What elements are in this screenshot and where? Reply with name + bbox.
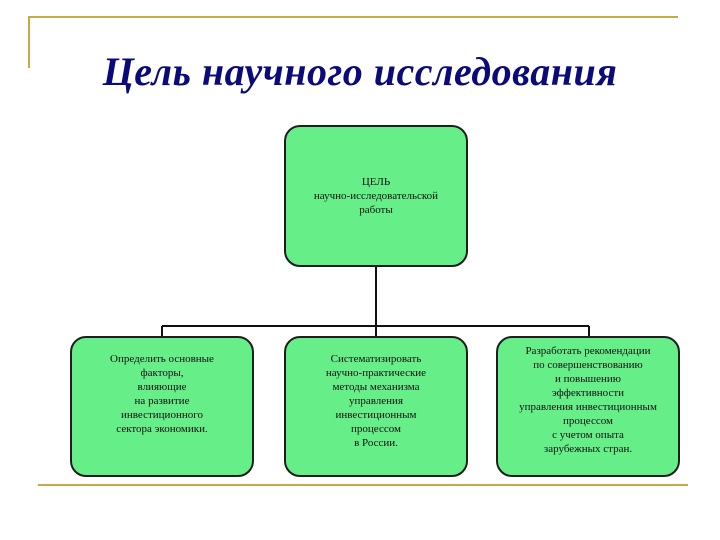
- task-line: эффективности: [551, 387, 625, 399]
- task-box-recommendations: Разработать рекомендации по совершенство…: [496, 336, 680, 477]
- task-box-methods: Систематизировать научно-практические ме…: [284, 336, 468, 477]
- task-line: в России.: [354, 437, 398, 449]
- goal-line: работы: [359, 204, 393, 216]
- task-line: управления инвестиционным: [519, 401, 657, 413]
- task-line: инвестиционным: [335, 409, 417, 421]
- task-box-factors: Определить основные факторы, влияющие на…: [70, 336, 254, 477]
- task-line: факторы,: [140, 367, 184, 379]
- task-line: Определить основные: [110, 353, 214, 365]
- top-decor-line: [28, 16, 678, 18]
- bottom-decor-line: [38, 484, 688, 486]
- left-decor-line: [28, 16, 30, 68]
- task-line: процессом: [563, 415, 613, 427]
- goal-box: ЦЕЛЬ научно-исследовательской работы: [284, 125, 468, 267]
- task-line: сектора экономики.: [116, 423, 208, 435]
- task-line: на развитие: [134, 395, 190, 407]
- task-line: и повышению: [555, 373, 621, 385]
- task-line: научно-практические: [325, 367, 427, 379]
- goal-line: научно-исследовательской: [313, 190, 439, 202]
- goal-line: ЦЕЛЬ: [361, 176, 391, 188]
- task-line: Систематизировать: [330, 353, 422, 365]
- task-line: методы механизма: [332, 381, 420, 393]
- task-line: зарубежных стран.: [543, 443, 633, 455]
- task-line: влияющие: [137, 381, 187, 393]
- task-line: с учетом опыта: [552, 429, 624, 441]
- task-line: по совершенствованию: [533, 359, 643, 371]
- task-line: процессом: [351, 423, 401, 435]
- task-line: инвестиционного: [121, 409, 203, 421]
- slide-title: Цель научного исследования: [102, 49, 618, 94]
- task-line: управления: [348, 395, 404, 407]
- task-line: Разработать рекомендации: [525, 345, 651, 357]
